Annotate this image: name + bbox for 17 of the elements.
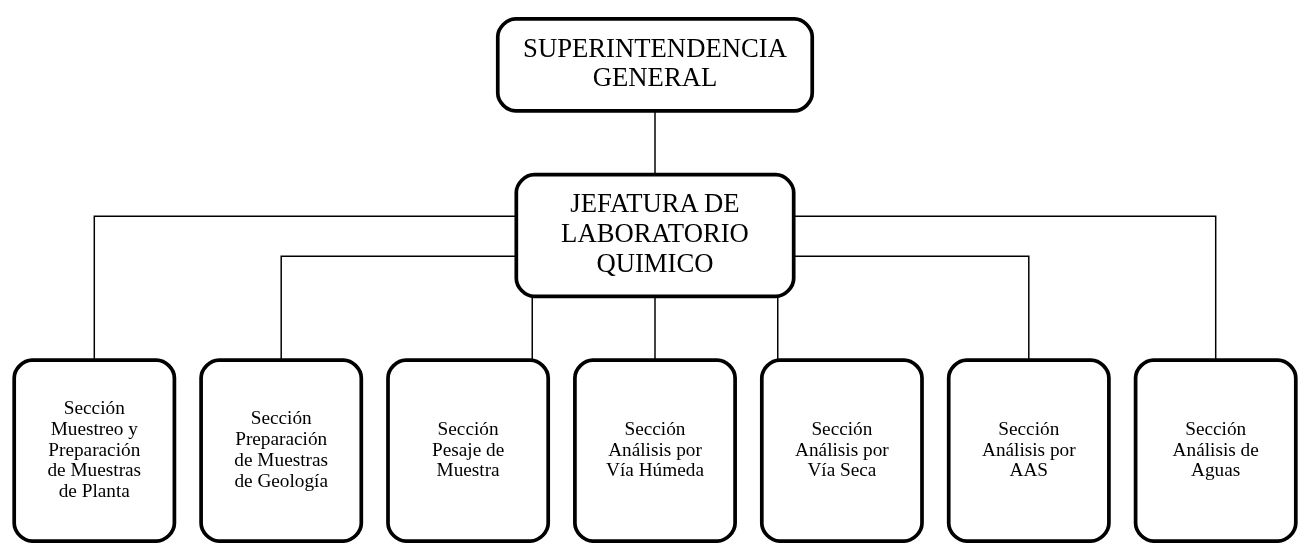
node-box: Sección Análisis de Aguas (1133, 357, 1298, 543)
connector (531, 295, 533, 361)
connector (777, 295, 779, 361)
connector (654, 295, 656, 361)
node-box: Sección Muestreo y Preparación de Muestras de Planta (12, 357, 177, 543)
node-box: Sección Pesaje de Muestra (386, 357, 551, 543)
node-box: Sección Análisis por Vía Seca (759, 357, 924, 543)
node-box: Sección Análisis por AAS (946, 357, 1111, 543)
node-box: Sección Preparación de Muestras de Geología (199, 357, 364, 543)
connector (793, 255, 1030, 360)
connector (93, 215, 517, 361)
connector (793, 215, 1217, 361)
node-box: JEFATURA DE LABORATORIO QUIMICO (514, 172, 796, 298)
connector (654, 109, 656, 175)
node-box: Sección Análisis por Vía Húmeda (573, 357, 737, 543)
connector (280, 255, 517, 360)
node-box: SUPERINTENDENCIA GENERAL (495, 16, 815, 113)
